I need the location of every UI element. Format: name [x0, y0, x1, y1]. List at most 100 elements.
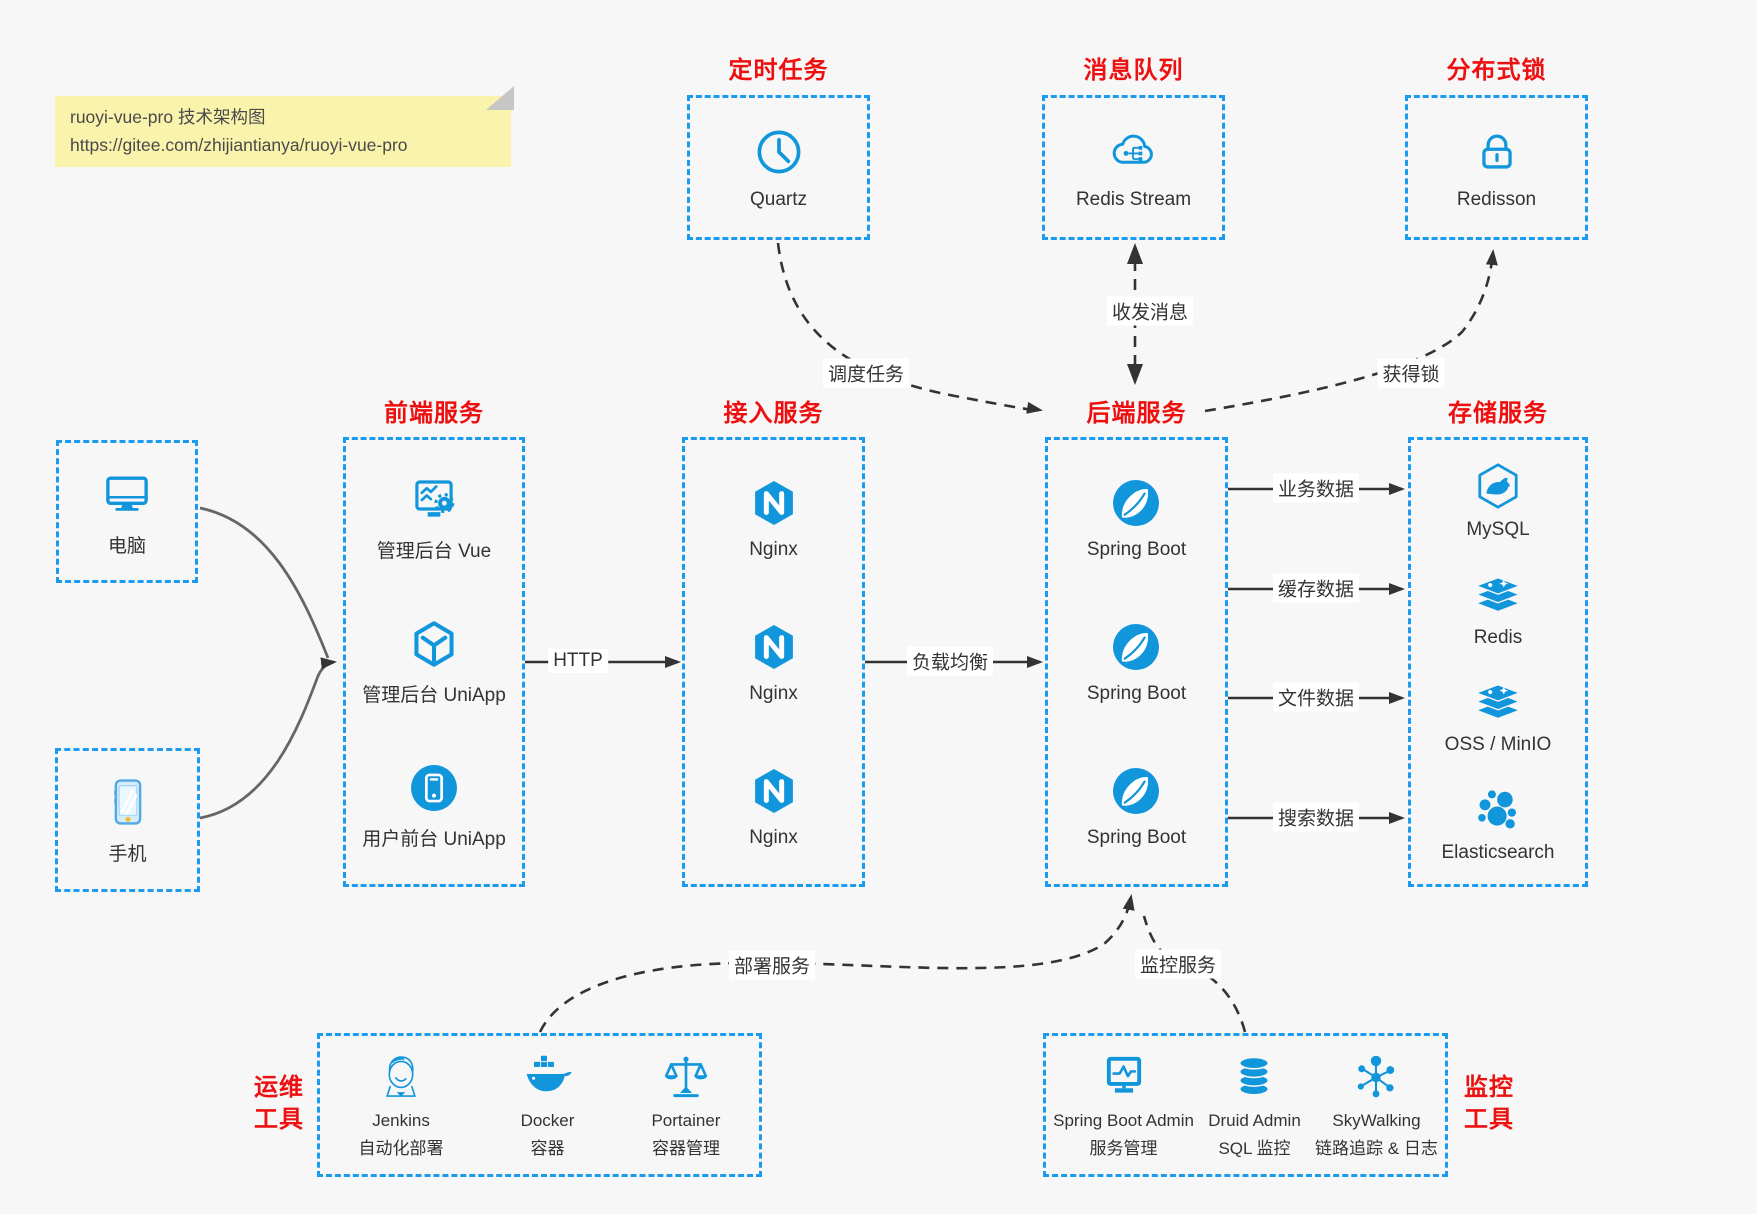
node-label: 用户前台 UniApp [362, 829, 506, 850]
node-label: SkyWalking [1332, 1111, 1421, 1131]
node-label: OSS / MinIO [1444, 734, 1552, 756]
spring-boot-icon [1113, 767, 1160, 814]
edge-label-cache-data: 缓存数据 [1272, 573, 1360, 603]
node-label: Docker [520, 1111, 575, 1131]
node-label: 电脑 [107, 535, 146, 557]
node-druid-admin: Druid Admin SQL 监控 [1208, 1051, 1301, 1159]
phone-to-frontend-curve [199, 657, 337, 820]
jenkins-icon [386, 1056, 416, 1098]
acquire-lock-arrow [1204, 249, 1498, 413]
admin-vue-icon [415, 480, 455, 517]
monitor-title-line2: 工具 [1464, 1105, 1514, 1133]
node-label: Spring Boot [1086, 682, 1187, 704]
group-title-distributed-lock: 分布式锁 [1446, 57, 1547, 84]
portainer-icon [664, 1056, 708, 1098]
spring-boot-icon [1113, 623, 1160, 670]
message-arrowhead-up [1127, 243, 1143, 264]
node-label: Redis Stream [1075, 189, 1192, 210]
node-user-uniapp: 用户前台 UniApp [362, 761, 506, 851]
group-title-gateway: 接入服务 [723, 400, 824, 427]
node-phone: 手机 [100, 774, 156, 866]
node-spring-boot-admin: Spring Boot Admin 服务管理 [1053, 1051, 1194, 1159]
edge-label-schedule-task: 调度任务 [822, 358, 910, 388]
edge-label-send-receive-message: 收发消息 [1106, 296, 1194, 326]
edge-label-business-data: 业务数据 [1272, 473, 1360, 503]
node-elasticsearch: Elasticsearch [1442, 785, 1555, 864]
node-sublabel: 服务管理 [1089, 1139, 1158, 1159]
node-label: Druid Admin [1208, 1111, 1301, 1131]
node-label: Nginx [749, 538, 798, 560]
node-docker: Docker 容器 [520, 1051, 575, 1159]
message-arrowhead-down [1127, 364, 1143, 385]
edge-label-file-data: 文件数据 [1272, 682, 1360, 712]
node-label: Nginx [749, 682, 798, 704]
note-title: ruoyi-vue-pro 技术架构图 [70, 107, 266, 127]
note-fold-corner [486, 86, 514, 110]
docker-icon [527, 1055, 573, 1092]
node-oss-minio: OSS / MinIO [1444, 677, 1552, 756]
druid-icon [1239, 1056, 1270, 1096]
nginx-icon [754, 480, 793, 525]
node-label: Spring Boot Admin [1053, 1111, 1194, 1131]
node-label: Elasticsearch [1441, 841, 1555, 863]
node-nginx-2: Nginx [747, 620, 801, 705]
oss-minio-icon [1474, 684, 1522, 720]
node-spring-boot-1: Spring Boot [1087, 476, 1186, 561]
schedule-task-arrow [776, 242, 1043, 414]
spring-boot-icon [1113, 479, 1160, 526]
node-sublabel: SQL 监控 [1218, 1139, 1291, 1159]
node-label: Jenkins [372, 1111, 430, 1131]
clock-icon [757, 130, 800, 174]
group-box-gateway: Nginx Nginx Nginx [682, 437, 865, 887]
node-admin-vue: 管理后台 Vue [377, 473, 491, 563]
node-sublabel: 容器 [530, 1139, 565, 1159]
node-admin-uniapp: 管理后台 UniApp [362, 617, 506, 707]
node-label: 管理后台 Vue [376, 541, 492, 562]
monitor-title-line1: 监控 [1464, 1074, 1514, 1101]
sticky-note: ruoyi-vue-pro 技术架构图 https://gitee.com/zh… [55, 86, 514, 167]
nginx-icon [754, 768, 793, 813]
node-nginx-3: Nginx [747, 764, 801, 849]
node-nginx-1: Nginx [747, 476, 801, 561]
node-label: MySQL [1466, 519, 1530, 541]
edge-label-monitor-service: 监控服务 [1134, 949, 1222, 979]
client-box-desktop: 电脑 [56, 440, 198, 583]
node-skywalking: SkyWalking 链路追踪 & 日志 [1315, 1051, 1438, 1159]
mysql-icon [1478, 463, 1518, 509]
node-label: Spring Boot [1086, 538, 1187, 560]
client-box-phone: 手机 [55, 748, 200, 892]
uniapp-cube-icon [414, 621, 454, 667]
node-label: 手机 [108, 844, 147, 865]
group-box-storage: MySQL Redis [1408, 437, 1588, 887]
edge-label-acquire-lock: 获得锁 [1377, 358, 1445, 388]
redis-icon [1474, 576, 1522, 612]
group-box-scheduled-task: Quartz [687, 95, 870, 240]
group-title-ops-tools: 运维 工具 [248, 1072, 310, 1135]
group-box-backend: Spring Boot Spring Boot Spring Boot [1045, 437, 1228, 887]
edge-label-search-data: 搜索数据 [1272, 802, 1360, 832]
spring-boot-admin-icon [1106, 1057, 1141, 1093]
deploy-service-arrow [538, 894, 1135, 1033]
user-app-icon [411, 765, 457, 811]
node-desktop: 电脑 [98, 466, 156, 558]
node-redis: Redis [1472, 570, 1524, 649]
skywalking-icon [1358, 1055, 1395, 1098]
node-jenkins: Jenkins 自动化部署 [359, 1051, 444, 1159]
group-title-message-queue: 消息队列 [1083, 57, 1184, 84]
node-redisson: Redisson [1457, 124, 1536, 211]
note-url: https://gitee.com/zhijiantianya/ruoyi-vu… [70, 135, 408, 156]
group-box-message-queue: Redis Stream [1042, 95, 1225, 240]
group-box-monitor-tools: Spring Boot Admin 服务管理 Druid Admin SQL 监… [1043, 1033, 1448, 1177]
desktop-to-frontend-curve [199, 506, 330, 659]
desktop-icon [106, 475, 148, 511]
group-title-frontend: 前端服务 [384, 400, 484, 427]
group-title-scheduled-task: 定时任务 [728, 57, 829, 84]
group-title-monitor-tools: 监控 工具 [1458, 1072, 1520, 1135]
node-spring-boot-2: Spring Boot [1087, 620, 1186, 705]
group-box-frontend: 管理后台 Vue 管理后台 UniApp 用户前台 UniApp [343, 437, 525, 887]
edge-label-load-balance: 负载均衡 [906, 646, 994, 676]
node-label: Redisson [1456, 189, 1537, 210]
lock-icon [1481, 134, 1512, 169]
node-label: 管理后台 UniApp [362, 685, 506, 706]
